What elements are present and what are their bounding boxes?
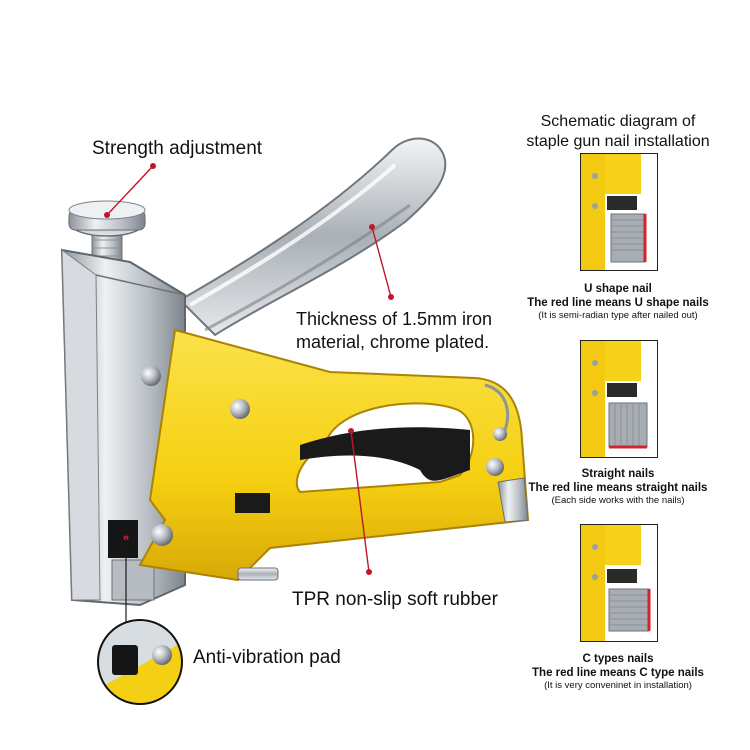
- chrome-handle: [178, 137, 447, 337]
- strength-knob: [68, 200, 146, 278]
- rivet: [486, 458, 504, 476]
- anti-vibration-label: Anti-vibration pad: [193, 647, 341, 668]
- rivet: [230, 399, 250, 419]
- anti-vibration-zoom: [97, 619, 183, 705]
- c-type-nail-diagram: [580, 524, 658, 642]
- tpr-rubber-label: TPR non-slip soft rubber: [292, 589, 498, 610]
- strength-adjustment-label: Strength adjustment: [92, 138, 263, 159]
- callout-leaders: [106, 165, 392, 573]
- schematic-title-line-1: Schematic diagram of: [540, 113, 696, 130]
- yellow-body: [138, 328, 530, 582]
- panel-u-shape-name: U shape nail: [584, 283, 652, 295]
- schematic-title: Schematic diagram of staple gun nail ins…: [498, 112, 738, 152]
- rivet: [493, 427, 507, 441]
- schematic-title-line-2: staple gun nail installation: [526, 133, 710, 150]
- u-shape-nail-diagram: [580, 153, 658, 271]
- panel-straight-note: (Each side works with the nails): [551, 495, 685, 506]
- anti-vibration-pad: [108, 520, 138, 558]
- thickness-line-2: material, chrome plated.: [296, 332, 490, 352]
- panel-u-shape-desc: The red line means U shape nails: [527, 297, 709, 309]
- panel-straight-caption: Straight nails The red line means straig…: [498, 467, 738, 507]
- chrome-front-body: [60, 248, 186, 607]
- panel-straight-desc: The red line means straight nails: [528, 482, 708, 494]
- panel-c-type-desc: The red line means C type nails: [532, 667, 704, 679]
- panel-u-shape-caption: U shape nail The red line means U shape …: [498, 282, 738, 322]
- straight-nail-diagram: [580, 340, 658, 458]
- panel-c-type-name: C types nails: [582, 653, 654, 665]
- thickness-line-1: Thickness of 1.5mm iron: [296, 309, 493, 329]
- thickness-label: Thickness of 1.5mm iron material, chrome…: [296, 308, 492, 354]
- panel-straight-name: Straight nails: [581, 468, 655, 480]
- panel-c-type-caption: C types nails The red line means C type …: [498, 652, 738, 692]
- panel-u-shape-note: (It is semi-radian type after nailed out…: [538, 310, 698, 321]
- rivet: [141, 366, 161, 386]
- rivet: [151, 524, 173, 546]
- panel-c-type-note: (It is very conveninet in installation): [544, 680, 692, 691]
